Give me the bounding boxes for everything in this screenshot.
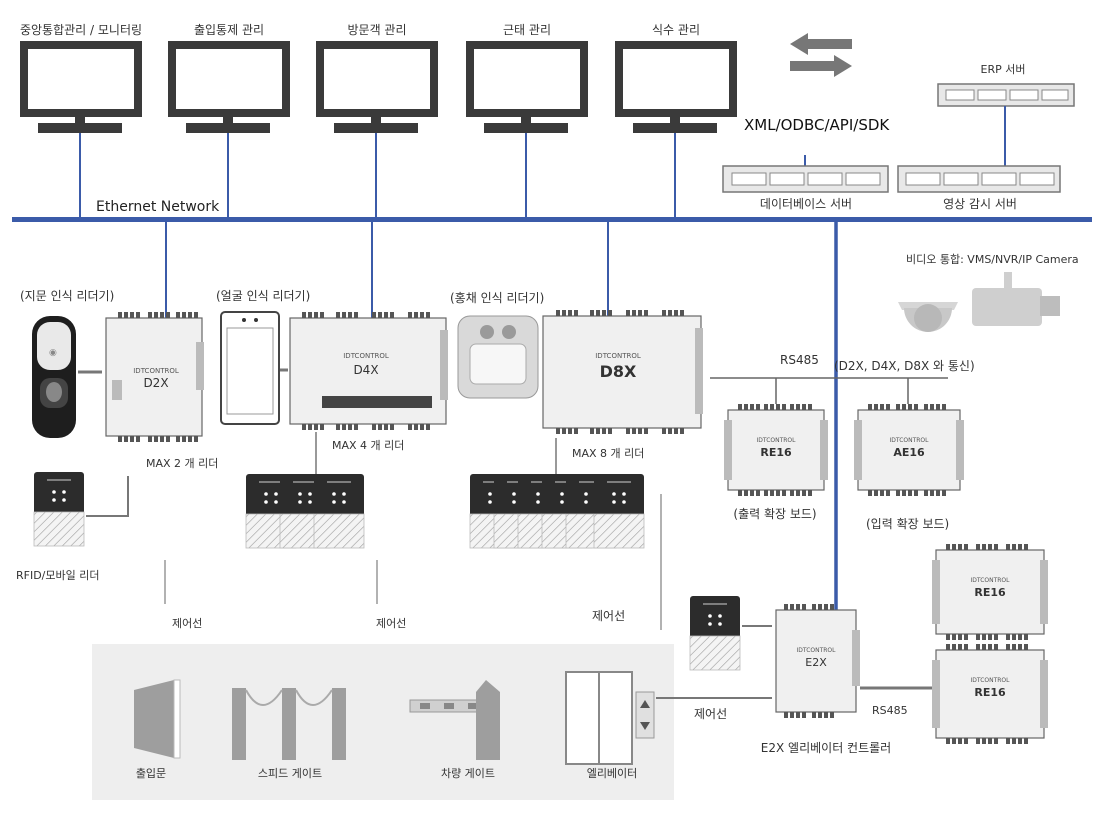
fingerprint-reader: ◉ bbox=[32, 316, 76, 438]
monitor-label-visitor: 방문객 관리 bbox=[347, 23, 407, 37]
bullet-camera-icon bbox=[972, 272, 1060, 326]
d4x-capacity: MAX 4 개 리더 bbox=[332, 439, 405, 452]
e2x-rs485-label: RS485 bbox=[872, 704, 908, 717]
monitor-visitor bbox=[316, 41, 438, 133]
ae16-input-board bbox=[854, 404, 964, 496]
e2x-reader bbox=[689, 595, 741, 671]
re16-lower-brand: IDTCONTROL bbox=[970, 677, 1010, 684]
re16-brand: IDTCONTROL bbox=[756, 437, 796, 444]
video-integration-label: 비디오 통합: VMS/NVR/IP Camera bbox=[906, 253, 1079, 266]
monitor-central bbox=[20, 41, 142, 133]
monitor-label-access: 출입통제 관리 bbox=[193, 23, 265, 37]
rfid-reader bbox=[33, 471, 85, 547]
rfid-reader-label: RFID/모바일 리더 bbox=[16, 569, 100, 582]
erp-server bbox=[937, 83, 1075, 107]
re16-output-board bbox=[724, 404, 828, 496]
e2x-model: E2X bbox=[805, 656, 827, 669]
monitor-label-attendance: 근태 관리 bbox=[503, 23, 551, 37]
re16-lower-model: RE16 bbox=[974, 686, 1006, 699]
d8x-readers bbox=[469, 473, 645, 549]
e2x-caption: E2X 엘리베이터 컨트롤러 bbox=[760, 741, 892, 755]
ethernet-network-label: Ethernet Network bbox=[96, 199, 220, 215]
d4x-readers bbox=[245, 473, 365, 549]
d8x-brand: IDTCONTROL bbox=[595, 352, 641, 360]
re16-upper-model: RE16 bbox=[974, 586, 1006, 599]
video-server-label: 영상 감시 서버 bbox=[943, 197, 1017, 211]
rs485-comm-note: (D2X, D4X, D8X 와 통신) bbox=[834, 359, 975, 373]
dome-camera-icon bbox=[898, 302, 958, 332]
control-wire-label-4: 제어선 bbox=[694, 707, 728, 721]
re16-board-upper bbox=[932, 544, 1048, 640]
door-icon bbox=[134, 679, 181, 759]
rs485-bus bbox=[710, 377, 948, 404]
d8x-controller bbox=[542, 310, 703, 434]
d2x-model: D2X bbox=[143, 376, 168, 390]
monitor-label-central: 중앙통합관리 / 모니터링 bbox=[19, 23, 143, 37]
speed-gate-icon bbox=[232, 688, 346, 760]
exchange-arrows-icon bbox=[790, 33, 852, 77]
controller-links bbox=[165, 222, 609, 318]
d4x-model: D4X bbox=[353, 363, 378, 377]
face-reader-label: (얼굴 인식 리더기) bbox=[216, 289, 311, 303]
ae16-caption: (입력 확장 보드) bbox=[866, 517, 950, 531]
door-label: 출입문 bbox=[135, 767, 167, 780]
e2x-controller bbox=[775, 604, 860, 718]
d4x-brand: IDTCONTROL bbox=[343, 352, 389, 360]
vehicle-gate-icon bbox=[409, 680, 500, 760]
re16-upper-brand: IDTCONTROL bbox=[970, 577, 1010, 584]
erp-server-label: ERP 서버 bbox=[980, 63, 1026, 76]
control-wire-label-2: 제어선 bbox=[376, 617, 407, 630]
monitor-attendance bbox=[466, 41, 588, 133]
monitor-links bbox=[79, 133, 676, 218]
iris-reader-label: (홍채 인식 리더기) bbox=[450, 291, 545, 305]
control-wire-lines bbox=[164, 494, 662, 630]
re16-caption: (출력 확장 보드) bbox=[733, 507, 817, 521]
re16-board-lower bbox=[932, 644, 1048, 744]
speed-gate-label: 스피드 게이트 bbox=[257, 767, 323, 780]
re16-model: RE16 bbox=[760, 446, 792, 459]
ae16-brand: IDTCONTROL bbox=[889, 437, 929, 444]
control-wire-label-1: 제어선 bbox=[172, 617, 203, 630]
database-server-label: 데이터베이스 서버 bbox=[759, 197, 853, 211]
d2x-controller bbox=[105, 312, 204, 442]
monitor-label-meal: 식수 관리 bbox=[652, 23, 700, 37]
svg-text:◉: ◉ bbox=[49, 348, 57, 358]
fingerprint-reader-label: (지문 인식 리더기) bbox=[20, 289, 115, 303]
monitor-meal bbox=[615, 41, 737, 133]
monitor-access bbox=[168, 41, 290, 133]
ethernet-bus bbox=[12, 217, 1092, 222]
ae16-model: AE16 bbox=[893, 446, 925, 459]
integration-protocols: XML/ODBC/API/SDK bbox=[744, 116, 890, 134]
d2x-brand: IDTCONTROL bbox=[133, 367, 179, 375]
elevator-label: 엘리베이터 bbox=[586, 767, 638, 780]
face-reader bbox=[220, 311, 280, 425]
video-server bbox=[897, 165, 1061, 193]
control-wire-label-3: 제어선 bbox=[592, 609, 626, 623]
iris-reader bbox=[457, 315, 539, 399]
database-server bbox=[722, 165, 889, 193]
d4x-controller bbox=[289, 312, 448, 430]
vehicle-gate-label: 차량 게이트 bbox=[440, 767, 496, 780]
e2x-brand: IDTCONTROL bbox=[796, 647, 836, 654]
d2x-capacity: MAX 2 개 리더 bbox=[146, 457, 219, 470]
rs485-label: RS485 bbox=[780, 353, 819, 367]
d8x-model: D8X bbox=[600, 362, 637, 381]
elevator-icon bbox=[565, 671, 655, 765]
d8x-capacity: MAX 8 개 리더 bbox=[572, 447, 645, 460]
